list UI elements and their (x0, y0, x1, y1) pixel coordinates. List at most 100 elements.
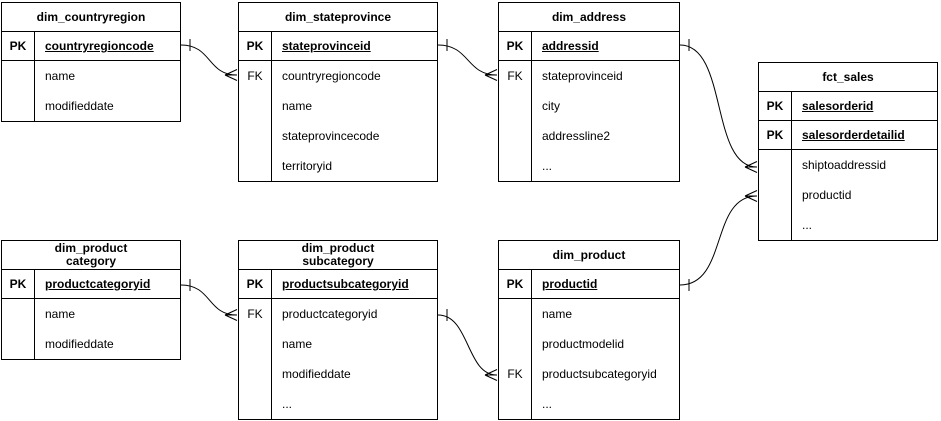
pk-row: PK addressid (499, 32, 679, 61)
field-tag (499, 329, 532, 359)
table-title: dim_countryregion (2, 3, 180, 32)
pk-field-name: productid (542, 277, 598, 291)
pk-field-name: addressid (542, 39, 599, 53)
pk-row: PK salesorderid (759, 92, 937, 121)
field-row: city (499, 91, 679, 121)
pk-row: PK productcategoryid (2, 270, 180, 299)
field-name: stateprovinceid (542, 69, 623, 83)
field-row: FK countryregioncode (239, 61, 437, 91)
field-name: stateprovincecode (282, 129, 380, 143)
table-body: name modifieddate (2, 299, 180, 359)
pk-tag: PK (2, 32, 35, 60)
field-row: addressline2 (499, 121, 679, 151)
field-tag (499, 121, 532, 151)
table-body: FK stateprovinceid city addressline2 ... (499, 61, 679, 181)
field-tag (499, 389, 532, 419)
field-row: ... (239, 389, 437, 419)
field-row: name (239, 329, 437, 359)
pk-field-name: salesorderid (802, 99, 874, 113)
pk-field-name: stateprovinceid (282, 39, 371, 53)
field-tag (2, 299, 35, 329)
pk-field-name: productsubcategoryid (282, 277, 409, 291)
pk-row: PK productid (499, 270, 679, 299)
field-tag (2, 91, 35, 121)
field-row: name (499, 299, 679, 329)
entity-dim-stateprovince: dim_stateprovince PK stateprovinceid FK … (238, 2, 438, 182)
field-name: productid (802, 188, 852, 202)
pk-row: PK countryregioncode (2, 32, 180, 61)
field-row: stateprovincecode (239, 121, 437, 151)
table-title: dim_product category (2, 241, 180, 270)
pk-field-name: countryregioncode (45, 39, 154, 53)
field-tag (499, 151, 532, 181)
entity-dim-countryregion: dim_countryregion PK countryregioncode n… (1, 2, 181, 122)
relationship-category-subcategory (180, 279, 238, 321)
field-name: name (542, 307, 573, 321)
table-body: shiptoaddressid productid ... (759, 150, 937, 240)
field-row: FK stateprovinceid (499, 61, 679, 91)
entity-dim-product-category: dim_product category PK productcategoryi… (1, 240, 181, 360)
field-row: ... (499, 151, 679, 181)
field-row: territoryid (239, 151, 437, 181)
pk-tag: PK (499, 270, 532, 298)
table-title: dim_stateprovince (239, 3, 437, 32)
entity-dim-address: dim_address PK addressid FK stateprovinc… (498, 2, 680, 182)
field-name: modifieddate (282, 367, 351, 381)
field-row: modifieddate (2, 91, 180, 121)
field-name: ... (802, 218, 813, 232)
field-tag (759, 150, 792, 180)
fk-tag: FK (499, 61, 532, 91)
field-name: name (45, 69, 76, 83)
field-name: name (282, 337, 313, 351)
pk-row: PK salesorderdetailid (759, 121, 937, 150)
field-row: modifieddate (2, 329, 180, 359)
field-tag (239, 389, 272, 419)
field-name: productmodelid (542, 337, 625, 351)
relationship-address-fctsales (679, 39, 758, 173)
field-tag (499, 91, 532, 121)
field-name: name (282, 99, 313, 113)
pk-tag: PK (759, 121, 792, 149)
table-title: dim_product (499, 241, 679, 270)
field-tag (2, 61, 35, 91)
field-tag (239, 329, 272, 359)
fk-tag: FK (499, 359, 532, 389)
field-row: productmodelid (499, 329, 679, 359)
field-tag (759, 180, 792, 210)
pk-field-name: productcategoryid (45, 277, 151, 291)
field-name: productcategoryid (282, 307, 378, 321)
field-row: ... (759, 210, 937, 240)
field-name: ... (542, 397, 553, 411)
field-row: modifieddate (239, 359, 437, 389)
field-name: addressline2 (542, 129, 611, 143)
field-name: ... (542, 159, 553, 173)
pk-row: PK stateprovinceid (239, 32, 437, 61)
field-name: shiptoaddressid (802, 158, 887, 172)
field-tag (2, 329, 35, 359)
field-row: ... (499, 389, 679, 419)
table-body: FK countryregioncode name stateprovincec… (239, 61, 437, 181)
table-title: dim_address (499, 3, 679, 32)
relationship-stateprovince-address (437, 39, 498, 81)
field-row: shiptoaddressid (759, 150, 937, 180)
pk-row: PK productsubcategoryid (239, 270, 437, 299)
table-body: FK productcategoryid name modifieddate .… (239, 299, 437, 419)
table-title: dim_product subcategory (239, 241, 437, 270)
table-body: name modifieddate (2, 61, 180, 121)
field-row: FK productsubcategoryid (499, 359, 679, 389)
field-name: countryregioncode (282, 69, 381, 83)
pk-tag: PK (239, 270, 272, 298)
field-tag (499, 299, 532, 329)
entity-fct-sales: fct_sales PK salesorderid PK salesorderd… (758, 62, 938, 241)
field-row: name (2, 61, 180, 91)
pk-tag: PK (499, 32, 532, 60)
table-body: name productmodelid FK productsubcategor… (499, 299, 679, 419)
pk-tag: PK (759, 92, 792, 120)
field-tag (239, 151, 272, 181)
fk-tag: FK (239, 299, 272, 329)
entity-dim-product-subcategory: dim_product subcategory PK productsubcat… (238, 240, 438, 420)
relationship-countryregion-stateprovince (180, 39, 238, 81)
field-name: territoryid (282, 159, 333, 173)
pk-tag: PK (2, 270, 35, 298)
